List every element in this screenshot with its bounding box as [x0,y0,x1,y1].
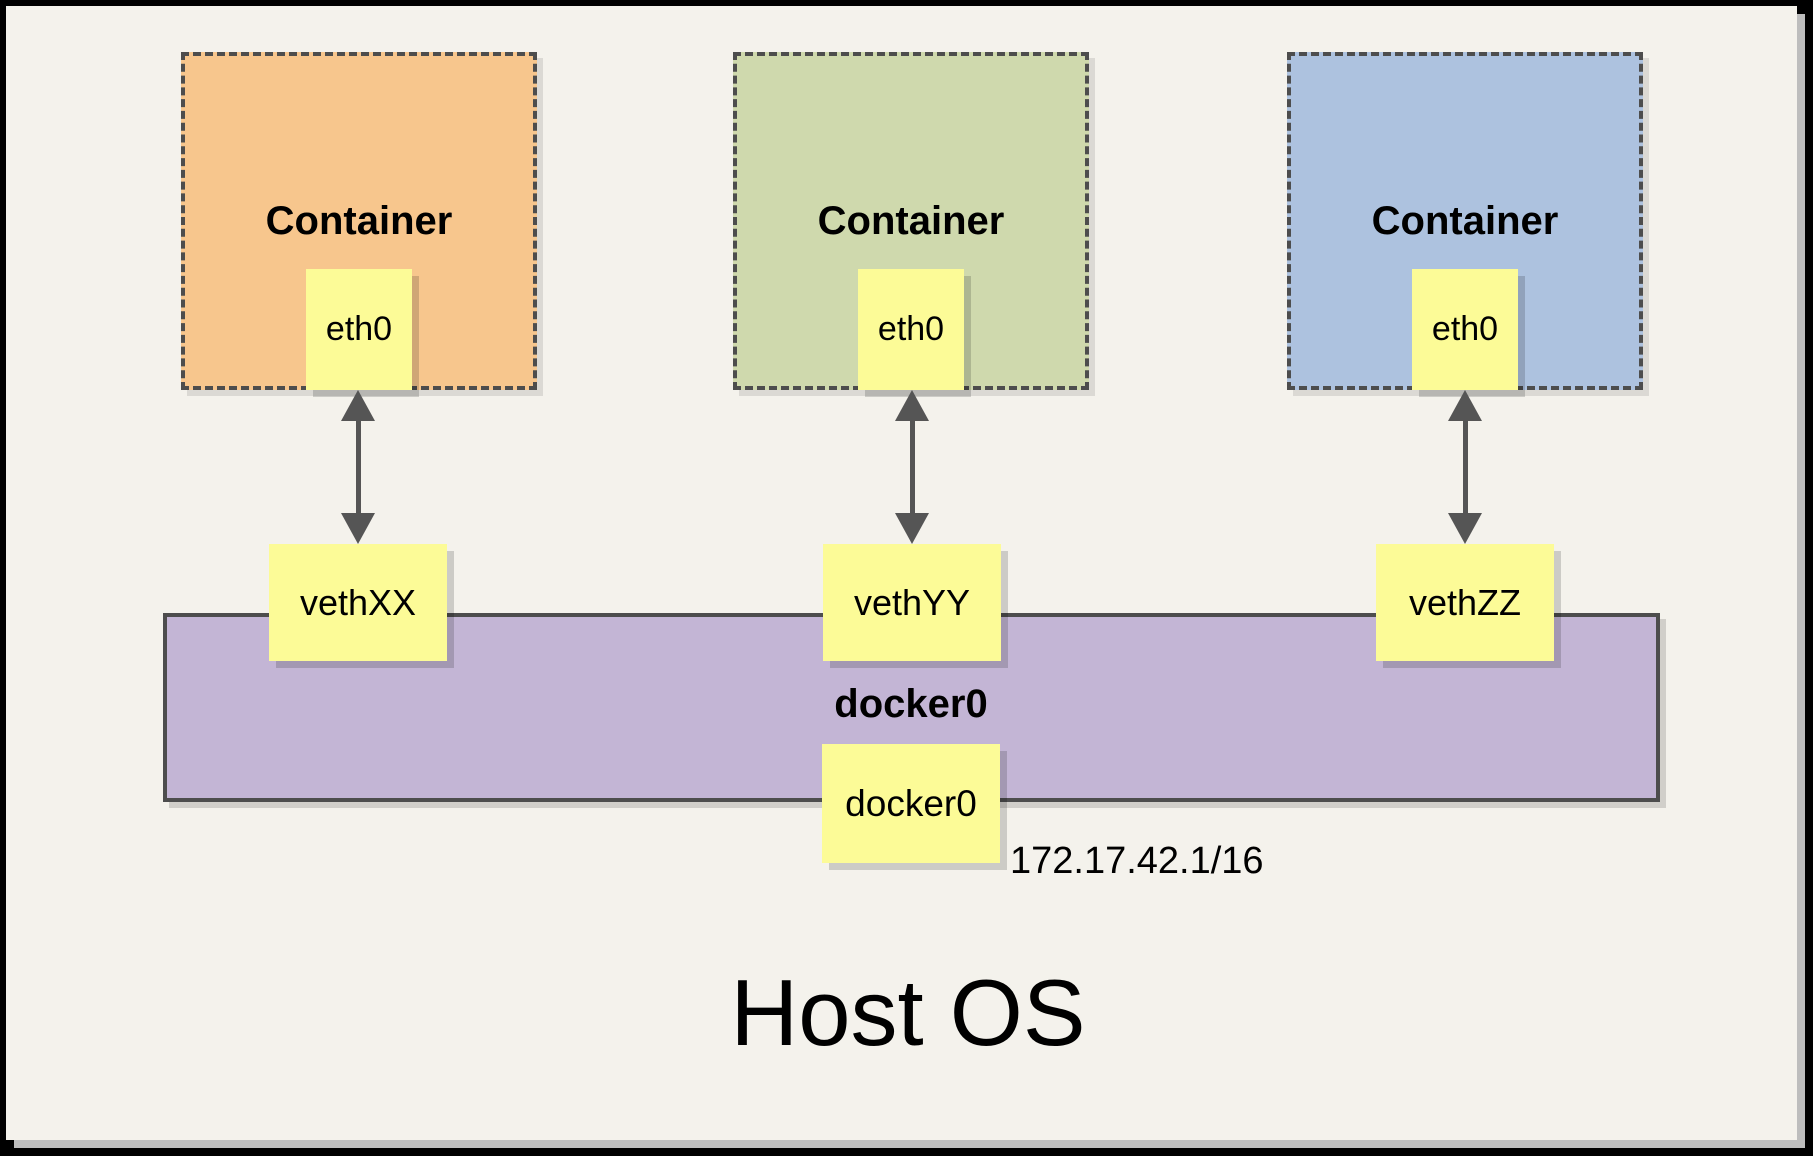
container-2-eth0-box: eth0 [858,269,964,390]
bridge-ip-label: 172.17.42.1/16 [1010,840,1264,882]
arrow-up-icon [1448,390,1482,421]
docker0-interface-label: docker0 [845,782,977,824]
diagram-canvas: Container eth0 Container eth0 Container … [6,6,1797,1140]
vethzz-label: vethZZ [1408,581,1522,623]
veth-arrow-3 [1447,390,1483,544]
arrow-down-icon [895,513,929,544]
container-2-eth0-label: eth0 [877,310,945,348]
container-box-2: Container eth0 [733,52,1089,390]
arrow-shaft [909,421,915,513]
container-1-eth0-box: eth0 [306,269,412,390]
arrow-down-icon [1448,513,1482,544]
container-box-1: Container eth0 [181,52,537,390]
container-box-3: Container eth0 [1287,52,1643,390]
vethzz-box: vethZZ [1376,544,1554,661]
host-os-title: Host OS [730,960,1086,1065]
vethxx-box: vethXX [269,544,447,661]
container-1-eth0-label: eth0 [325,310,393,348]
docker0-interface-box: docker0 [822,744,1000,863]
vethxx-label: vethXX [299,581,417,623]
veth-arrow-2 [894,390,930,544]
arrow-up-icon [895,390,929,421]
container-3-eth0-label: eth0 [1431,310,1499,348]
container-3-eth0-box: eth0 [1412,269,1518,390]
arrow-shaft [355,421,361,513]
arrow-shaft [1462,421,1468,513]
arrow-up-icon [341,390,375,421]
veth-arrow-1 [340,390,376,544]
docker0-bridge-label: docker0 [834,682,988,726]
arrow-down-icon [341,513,375,544]
vethyy-box: vethYY [823,544,1001,661]
vethyy-label: vethYY [853,581,971,623]
